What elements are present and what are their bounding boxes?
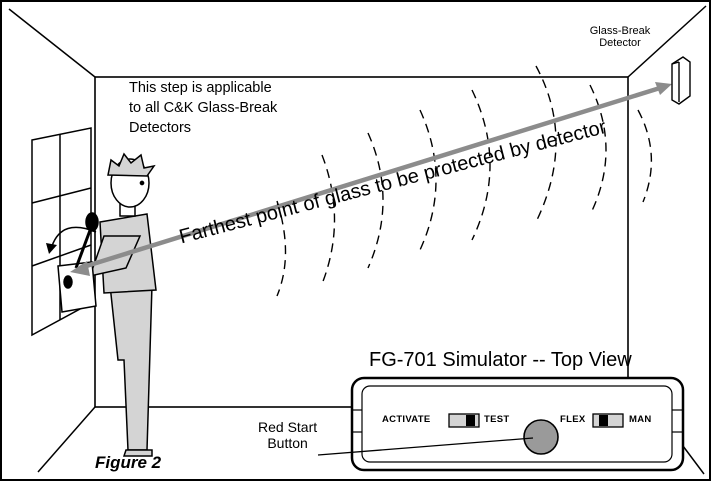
simulator-title: FG-701 Simulator -- Top View	[369, 349, 632, 371]
step-note-line-2: to all C&K Glass-Break	[129, 100, 278, 116]
detector-label-line-2: Detector	[599, 37, 641, 49]
corner-line-top-right	[627, 5, 707, 78]
glass-break-detector	[671, 56, 691, 105]
activate-label: ACTIVATE	[382, 414, 431, 425]
man-label: MAN	[629, 414, 652, 425]
person-figure	[57, 152, 157, 457]
corner-line-bottom-right	[682, 445, 705, 475]
corner-line-top-left	[8, 8, 96, 78]
detector-label: Glass-Break Detector	[572, 25, 668, 49]
test-label: TEST	[484, 414, 510, 425]
sound-waves	[276, 65, 653, 297]
corner-line-bottom-left	[37, 406, 96, 473]
flex-label: FLEX	[560, 414, 586, 425]
beam-arrow-line	[79, 85, 661, 271]
swing-arrow-head	[46, 243, 57, 254]
simulator-inner	[361, 385, 673, 463]
start-button-label-line-2: Button	[267, 435, 308, 451]
step-note-line-1: This step is applicable	[129, 80, 272, 96]
simulator-device	[350, 376, 685, 472]
start-button-label-line-1: Red Start	[258, 419, 318, 435]
step-note: This step is applicable to all C&K Glass…	[129, 78, 277, 138]
beam-arrow-head-detector	[655, 82, 672, 95]
detector-label-line-1: Glass-Break	[589, 25, 651, 37]
figure-label: Figure 2	[95, 453, 162, 472]
simulator-outer	[350, 376, 685, 472]
step-note-line-3: Detectors	[129, 120, 192, 136]
beam-arrow-head-glass	[70, 261, 90, 276]
start-button-label: Red Start Button	[258, 419, 317, 451]
start-button-pointer	[317, 437, 534, 456]
red-start-button	[523, 419, 559, 455]
swing-arrow	[51, 226, 97, 247]
